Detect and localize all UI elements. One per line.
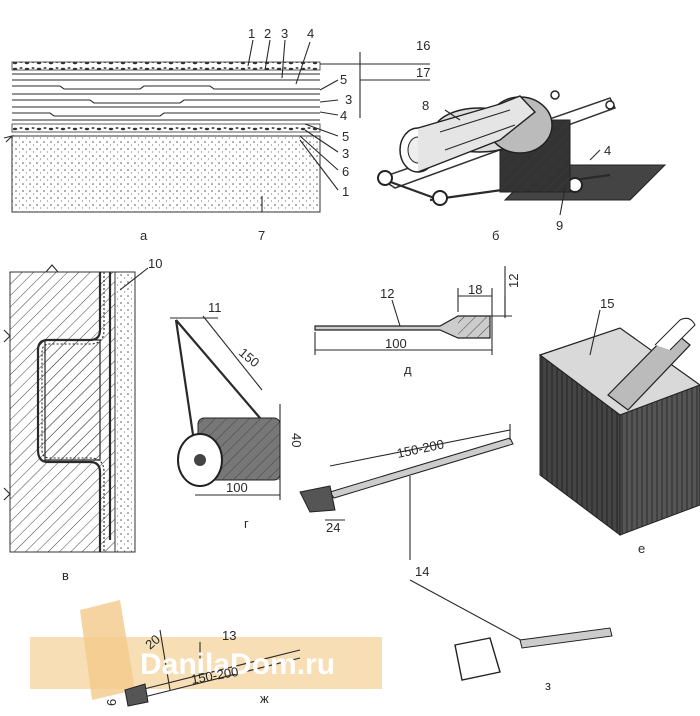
label-z-14: 14 [415,564,429,579]
label-a-3c: 3 [342,146,349,161]
figure-a-roof-layers [3,39,430,213]
label-a-2: 2 [264,26,271,41]
label-z-150-200: 150-200 [396,436,446,461]
watermark: DanilaDom.ru [140,648,335,681]
label-e-15: 15 [600,296,614,311]
label-a-6: 6 [342,164,349,179]
figure-a-labels: 1 2 3 4 16 5 17 3 4 5 3 6 1 7 а [140,26,430,243]
label-g-150: 150 [236,345,262,370]
figure-e-labels: 15 е [600,296,645,556]
label-zh-13: 13 [222,628,236,643]
label-a-4b: 4 [340,108,347,123]
figure-e-brush [538,309,700,536]
label-d-100: 100 [385,336,407,351]
label-a-1b: 1 [342,184,349,199]
letter-z: з [545,678,551,693]
label-a-1: 1 [248,26,255,41]
figure-b-labels: 8 4 9 б [422,98,611,243]
figure-b-roller [377,90,667,216]
letter-e: е [638,541,645,556]
figure-d-labels: 12 18 12 100 д [380,274,521,377]
figure-g-labels: 11 150 40 100 г [208,300,304,531]
figure-v-labels: 10 в [62,256,162,583]
label-g-100: 100 [226,480,248,495]
label-b-8: 8 [422,98,429,113]
label-zh-6: 6 [104,699,119,706]
figure-g-small-roller [170,315,281,500]
label-a-7: 7 [258,228,265,243]
label-a-16: 16 [416,38,430,53]
label-b-9: 9 [556,218,563,233]
letter-b: б [492,228,499,243]
label-a-3b: 3 [345,92,352,107]
label-a-5b: 5 [342,129,349,144]
label-a-4: 4 [307,26,314,41]
label-g-40: 40 [289,433,304,447]
label-b-4: 4 [604,143,611,158]
figure-zh-tool: DanilaDom.ru [30,600,382,707]
label-v-10: 10 [148,256,162,271]
letter-zh: ж [260,691,269,706]
label-d-12-thick: 12 [506,274,521,288]
letter-g: г [244,516,249,531]
label-d-12: 12 [380,286,394,301]
label-a-17: 17 [416,65,430,80]
letter-v: в [62,568,69,583]
figure-d-spatula [314,266,512,355]
label-a-3: 3 [281,26,288,41]
figure-v-junction [3,264,149,553]
label-g-11: 11 [208,300,222,315]
letter-a: а [140,228,148,243]
figure-z-scraper [299,424,613,681]
label-a-5: 5 [340,72,347,87]
letter-d: д [404,362,412,377]
label-d-18: 18 [468,282,482,297]
label-z-24: 24 [326,520,340,535]
